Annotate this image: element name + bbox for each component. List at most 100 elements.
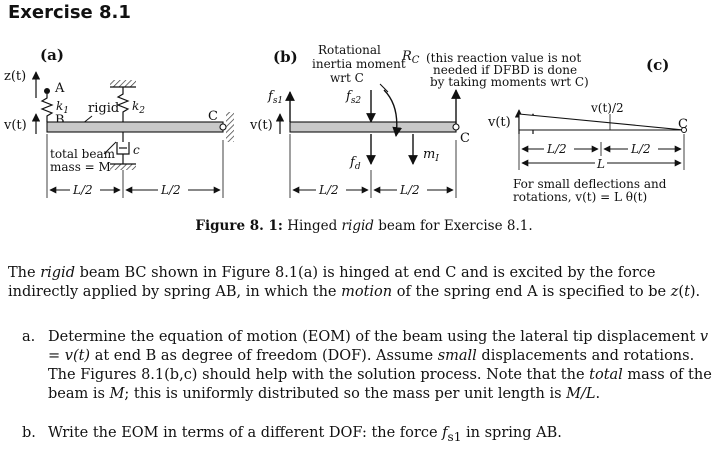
label-c-a: C — [208, 109, 218, 124]
mi-label: mI — [423, 147, 439, 164]
mass-line-2: mass = M — [50, 160, 111, 174]
dim-c-right-bg — [628, 141, 658, 155]
intro-em4: t — [684, 284, 690, 300]
qa-em4: M/L — [566, 386, 596, 402]
label-b: B — [55, 113, 65, 128]
qa-math: v = v(t) — [48, 329, 709, 364]
figure-caption: Figure 8. 1: Hinged rigid beam for Exerc… — [0, 218, 728, 234]
k1-label: k1 — [56, 99, 69, 116]
inertia-moment-arc — [383, 89, 403, 137]
dim-a-left-label: L/2 — [72, 183, 93, 197]
question-b-text: Write the EOM in terms of a different DO… — [48, 424, 712, 447]
qa-em3: M — [109, 386, 125, 402]
rc-label: RC — [401, 49, 420, 66]
rigid-label: rigid — [88, 101, 119, 116]
intro-t2: beam BC shown in Figure 8.1(a) is hinged… — [8, 265, 656, 300]
dim-b-left-bg — [316, 182, 346, 196]
z-label: z(t) — [4, 69, 26, 84]
dim-c-left-label: L/2 — [546, 142, 567, 156]
small-line-1: For small deflections and — [513, 177, 667, 191]
intro-em3: z — [670, 284, 679, 300]
v-label-b: v(t) — [249, 118, 273, 133]
qb-em: f — [442, 425, 448, 441]
note-line-3: by taking moments wrt C) — [430, 75, 589, 89]
small-line-2: rotations, v(t) = L θ(t) — [513, 190, 647, 204]
dim-b-right-bg — [397, 182, 427, 196]
hinge-c-c — [681, 127, 687, 133]
fs1-label: fs1 — [267, 89, 283, 106]
dim-a-left-bg — [70, 182, 100, 196]
intro-t3: of the spring end A is specified to be — [392, 284, 671, 300]
v-half-label: v(t)/2 — [590, 101, 624, 115]
qb-t1: Write the EOM in terms of a different DO… — [48, 425, 443, 441]
dim-c-left-bg — [544, 141, 574, 155]
note-line-2: needed if DFBD is done — [433, 63, 577, 77]
rot-line-1: Rotational — [318, 43, 381, 57]
intro-em2: motion — [341, 284, 393, 300]
beam-a — [46, 121, 224, 133]
spring-k2 — [116, 87, 130, 122]
dim-b-right-label: L/2 — [399, 183, 420, 197]
spring-k1 — [40, 94, 54, 122]
qa-em2: total — [589, 367, 623, 383]
exercise-heading: Exercise 8.1 — [8, 2, 131, 23]
note-line-1: (this reaction value is not — [426, 51, 581, 65]
caption-em: rigid — [341, 218, 374, 234]
deflected-beam — [518, 113, 685, 131]
qb-sub: s1 — [447, 429, 462, 444]
caption-text-1: Hinged — [282, 218, 342, 234]
panel-b: (b) Rotational inertia moment wrt C RC (… — [249, 43, 589, 198]
dim-b-left-label: L/2 — [318, 183, 339, 197]
fd-label: fd — [349, 155, 361, 172]
dim-c-total-label: L — [596, 157, 605, 171]
intro-em1: rigid — [40, 265, 75, 281]
question-b-label: b. — [22, 425, 36, 441]
intro-t5: ). — [689, 284, 701, 300]
figure-8-1: (a) z(t) A k1 B v(t) rigid k2 C c — [3, 43, 688, 204]
rot-line-3: wrt C — [330, 71, 364, 85]
caption-text-2: beam for Exercise 8.1. — [373, 218, 533, 234]
question-a-label: a. — [22, 329, 36, 345]
dim-c-right-label: L/2 — [630, 142, 651, 156]
point-a — [44, 88, 50, 94]
intro-t1: The — [8, 265, 41, 281]
question-a: a. Determine the equation of motion (EOM… — [22, 328, 712, 408]
qa-t3: displacements and rotations. The Figures… — [48, 348, 695, 383]
v-label-c: v(t) — [487, 115, 511, 130]
inertia-pointer — [379, 83, 389, 93]
qb-t2: in spring AB. — [461, 425, 562, 441]
ground-damper — [110, 164, 136, 170]
qa-em1: small — [437, 348, 477, 364]
rot-line-2: inertia moment — [312, 57, 406, 71]
ground-k2 — [110, 80, 136, 87]
hinge-c-b — [452, 123, 460, 131]
v-label-a: v(t) — [3, 118, 27, 133]
hinge-c-a — [219, 123, 227, 131]
qa-t6: . — [595, 386, 601, 402]
question-a-text: Determine the equation of motion (EOM) o… — [48, 328, 712, 404]
mass-line-1: total beam — [50, 147, 116, 161]
k2-label: k2 — [132, 99, 145, 116]
panel-a-label: (a) — [40, 46, 64, 64]
qa-t5: ; this is uniformly distributed so the m… — [124, 386, 567, 402]
panel-a: (a) z(t) A k1 B v(t) rigid k2 C c — [3, 46, 234, 198]
label-a: A — [54, 81, 65, 96]
dim-a-right-label: L/2 — [160, 183, 181, 197]
c-label: c — [133, 143, 140, 157]
panel-c-label: (c) — [646, 56, 669, 74]
mass-pointer — [103, 141, 117, 155]
panel-c: (c) v(t) θ v(t)/2 C L/2 L/2 L For small … — [487, 56, 688, 204]
beam-b — [289, 121, 457, 133]
intro-t4: ( — [678, 284, 685, 300]
caption-prefix: Figure 8. 1: — [195, 218, 283, 234]
panel-b-label: (b) — [273, 48, 298, 66]
label-c-b: C — [460, 131, 470, 146]
intro-paragraph: The rigid beam BC shown in Figure 8.1(a)… — [8, 264, 718, 302]
dim-c-total-bg — [595, 156, 607, 170]
question-b: b. Write the EOM in terms of a different… — [22, 424, 712, 446]
dim-a-right-bg — [158, 182, 188, 196]
qa-t2: at end B as degree of freedom (DOF). Ass… — [90, 348, 438, 364]
label-c-c: C — [678, 117, 688, 132]
fs2-label: fs2 — [345, 89, 361, 106]
qa-t1: Determine the equation of motion (EOM) o… — [48, 329, 700, 345]
